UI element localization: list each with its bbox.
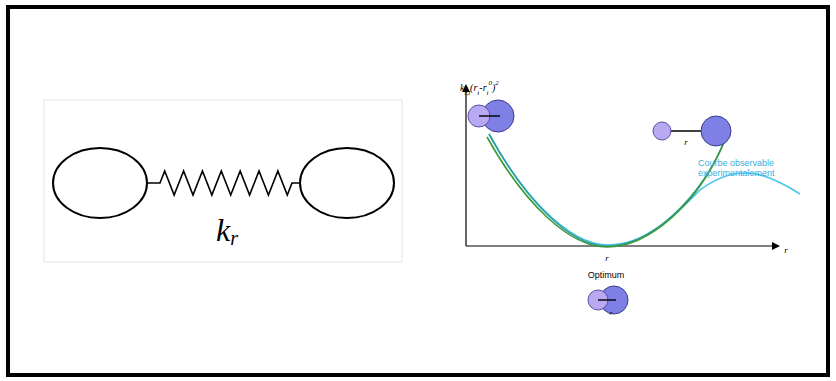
axis-label: r: [605, 254, 609, 263]
formula-part: r,i: [464, 89, 470, 97]
axis-label: Optimum: [588, 271, 625, 280]
formula-part: k: [216, 212, 230, 248]
atom-ellipse: [53, 148, 147, 218]
formula-part: -r: [479, 82, 486, 93]
formula-part: k: [460, 82, 464, 93]
experimental-curve: [489, 134, 800, 245]
formula-part: i: [487, 89, 489, 97]
formula-part: ): [492, 82, 495, 93]
axis-arrowhead: [772, 242, 780, 250]
atom-circle: [701, 116, 731, 146]
energy-formula: kr,i(ri-ri0)2: [460, 78, 499, 97]
y-axis: [465, 86, 466, 246]
formula-part: (r: [470, 82, 477, 93]
bond-line: [479, 115, 500, 116]
spring-symbol: [147, 171, 300, 195]
formula-part: 2: [495, 79, 499, 87]
spring-constant-label: kr: [216, 214, 238, 248]
formula-part: r: [230, 227, 238, 249]
panel-outline: [44, 100, 402, 262]
frame: [8, 7, 828, 375]
formula-part: i: [477, 89, 479, 97]
harmonic-curve: [487, 137, 724, 247]
morse-curve: [489, 134, 726, 246]
formula-part: 0: [488, 79, 492, 87]
curve-note: Courbe observable experimentalement: [698, 158, 790, 179]
axis-label: r: [610, 310, 613, 317]
axis-label: r: [784, 246, 788, 255]
atom-ellipse: [300, 148, 394, 218]
bond-line: [598, 299, 616, 300]
atom-circle: [653, 122, 671, 140]
axis-label: r: [684, 138, 688, 147]
bond-line: [479, 115, 500, 116]
